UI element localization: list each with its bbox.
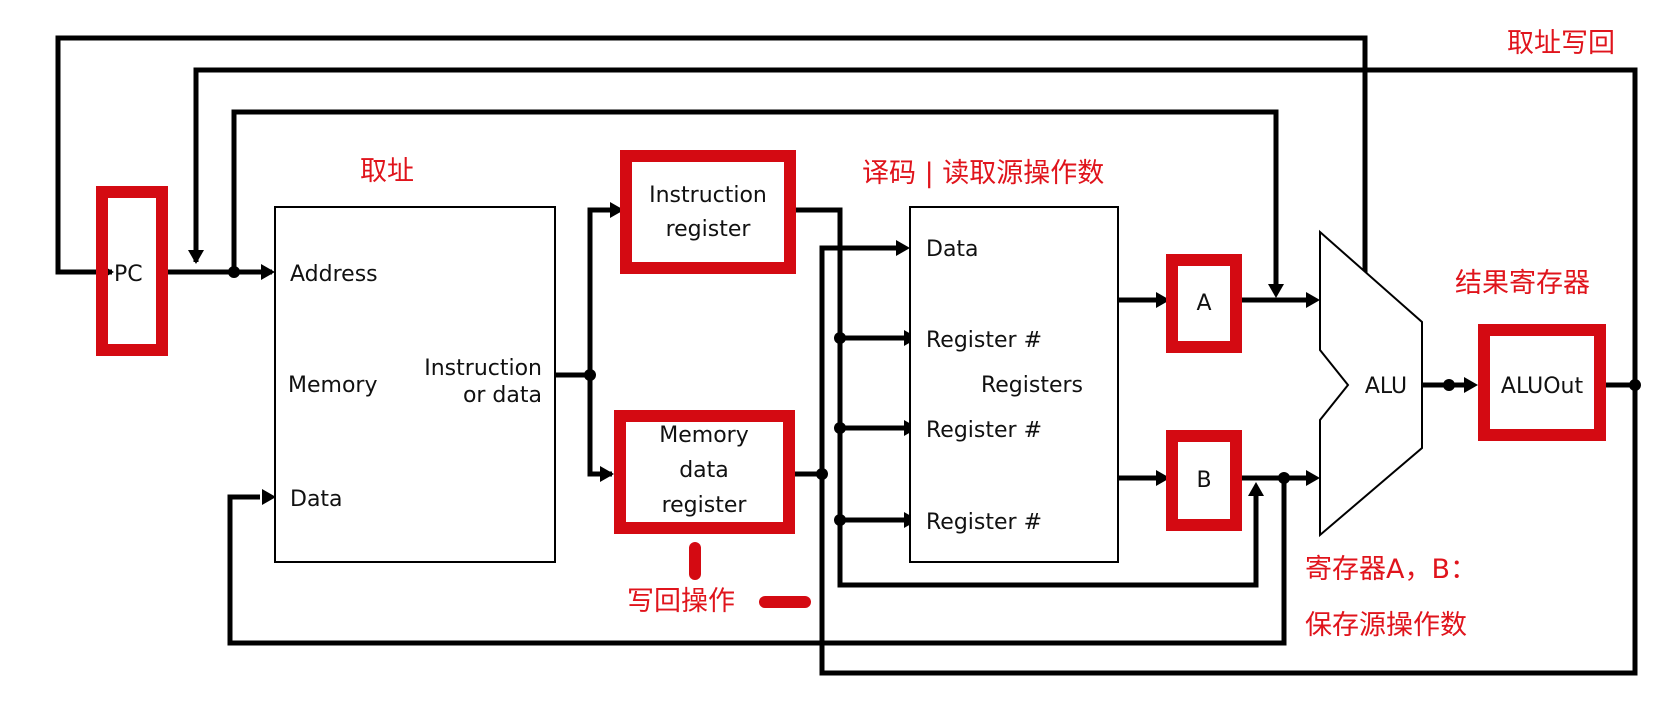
aluout-label: ALUOut bbox=[1501, 374, 1584, 399]
register-file-box bbox=[909, 206, 1119, 563]
a-highlight bbox=[1166, 254, 1242, 353]
annotation-result-register: 结果寄存器 bbox=[1455, 268, 1590, 299]
arrow-alu-b bbox=[1306, 470, 1320, 486]
regfile-reg1-label: Register # bbox=[926, 328, 1042, 353]
alu-shape bbox=[1319, 229, 1423, 538]
wire-b-to-memdata bbox=[227, 478, 1287, 646]
wire-aluout-to-pc bbox=[55, 35, 1368, 385]
regfile-title: Registers bbox=[981, 373, 1083, 398]
memory-out-line1: Instruction bbox=[424, 356, 542, 381]
reg-a-label: A bbox=[1196, 291, 1211, 316]
dot-ir-reg2 bbox=[834, 422, 846, 434]
arrow-address bbox=[261, 264, 275, 280]
annotation-ab-line1: 寄存器A，B： bbox=[1305, 554, 1477, 585]
arrow-loop-a-down bbox=[1268, 284, 1284, 298]
memory-label: Memory bbox=[288, 373, 377, 398]
mdr-label-line3: register bbox=[662, 493, 748, 518]
dot-ir-reg3 bbox=[834, 514, 846, 526]
wire-mdr-bottom bbox=[819, 385, 1638, 676]
mdr-label-line1: Memory bbox=[659, 423, 748, 448]
memory-box bbox=[274, 206, 556, 563]
alu-label: ALU bbox=[1365, 374, 1407, 399]
dot-b bbox=[1278, 472, 1290, 484]
memory-data-label: Data bbox=[290, 487, 343, 512]
annotation-writeback-op: 写回操作 bbox=[627, 586, 735, 617]
dot-mem-out bbox=[584, 369, 596, 381]
arrow-mdr-in bbox=[600, 466, 614, 482]
dot-result bbox=[1629, 379, 1641, 391]
annotation-fetch-writeback: 取址写回 bbox=[1507, 28, 1615, 59]
pc-highlight bbox=[96, 186, 168, 356]
memory-out-line2: or data bbox=[463, 383, 542, 408]
arrow-aluout-in bbox=[1464, 377, 1478, 393]
component-labels: PC Address Memory Instruction or data Da… bbox=[114, 183, 1583, 535]
regfile-data-label: Data bbox=[926, 237, 979, 262]
wire-to-mdr bbox=[587, 375, 612, 477]
wire-loop-a bbox=[231, 109, 1279, 292]
junction-dots bbox=[228, 266, 1641, 526]
arrow-rf-data bbox=[896, 240, 910, 256]
wire-mdr-out bbox=[795, 245, 900, 477]
aluout-highlight bbox=[1478, 324, 1606, 441]
dot-mdr bbox=[816, 468, 828, 480]
arrow-pc-top bbox=[188, 250, 204, 264]
wires bbox=[55, 35, 1638, 676]
annotation-fetch: 取址 bbox=[360, 156, 414, 187]
arrow-alu-a bbox=[1306, 292, 1320, 308]
dot-alu-out bbox=[1443, 379, 1455, 391]
reg-b-label: B bbox=[1196, 468, 1211, 493]
ir-label-line1: Instruction bbox=[649, 183, 767, 208]
wire-ir-fields bbox=[790, 207, 1259, 588]
regfile-reg2-label: Register # bbox=[926, 418, 1042, 443]
highlights bbox=[96, 150, 1606, 608]
arrow-ir-field-up bbox=[1248, 482, 1264, 496]
wire-result-to-pc bbox=[193, 67, 1638, 385]
wire-to-ir bbox=[587, 207, 622, 375]
memory-address-label: Address bbox=[290, 262, 378, 287]
pc-label: PC bbox=[114, 262, 143, 287]
mdr-label-line2: data bbox=[679, 458, 729, 483]
arrow-mem-data bbox=[262, 489, 276, 505]
annotation-ab-line2: 保存源操作数 bbox=[1305, 610, 1467, 641]
dot-pc bbox=[228, 266, 240, 278]
b-highlight bbox=[1166, 430, 1242, 531]
ir-label-line2: register bbox=[666, 217, 752, 242]
annotations: 取址 译码 | 读取源操作数 取址写回 结果寄存器 写回操作 寄存器A，B： 保… bbox=[360, 28, 1615, 641]
regfile-reg3-label: Register # bbox=[926, 510, 1042, 535]
mdr-highlight bbox=[614, 410, 795, 534]
arrow-ir-in bbox=[610, 202, 624, 218]
arrow-b-in bbox=[1156, 470, 1170, 486]
arrow-a-in bbox=[1156, 292, 1170, 308]
components bbox=[274, 206, 1423, 563]
dot-ir-reg1 bbox=[834, 332, 846, 344]
ir-highlight bbox=[620, 150, 796, 274]
annotation-decode: 译码 | 读取源操作数 bbox=[862, 158, 1104, 189]
